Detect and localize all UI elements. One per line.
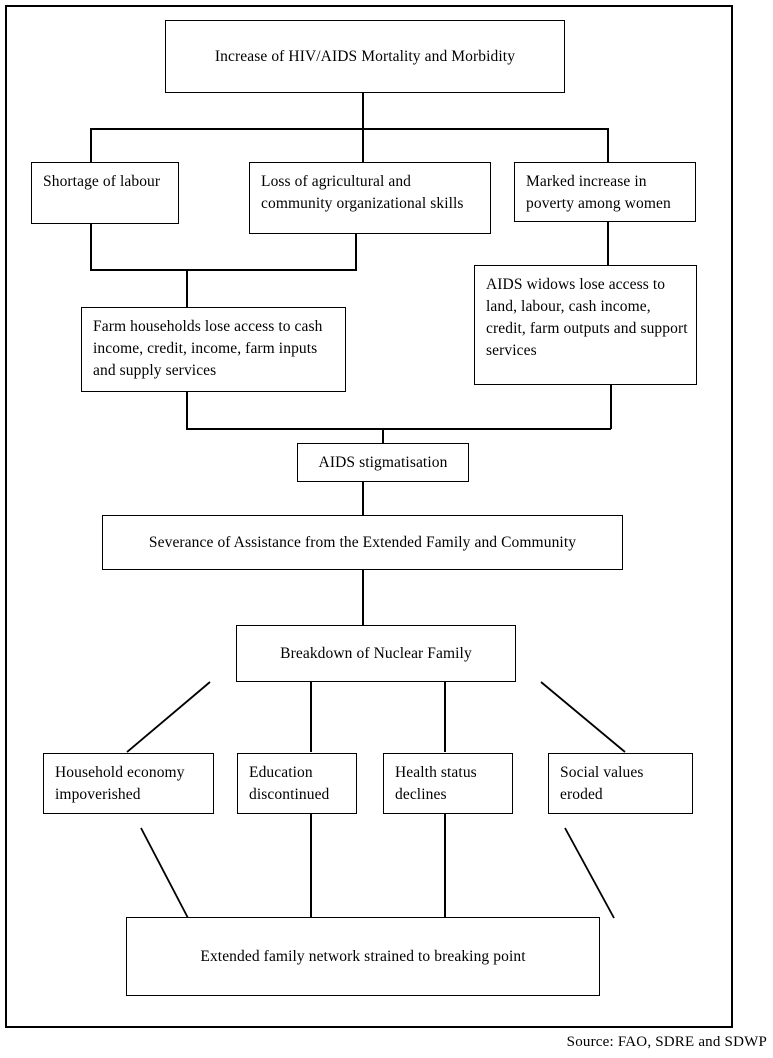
node-label: Loss of agricultural and community organ… xyxy=(261,173,464,212)
node-marked-increase-poverty-women[interactable]: Marked increase in poverty among women xyxy=(514,162,696,222)
connector-bus-to-poverty xyxy=(607,128,609,163)
connector-severance-down xyxy=(362,570,364,626)
node-label: Social values eroded xyxy=(560,764,644,803)
node-extended-family-network-strained[interactable]: Extended family network strained to brea… xyxy=(126,917,600,996)
connector-farm-households-down xyxy=(186,392,188,429)
node-label: Household economy impoverished xyxy=(55,764,185,803)
connector-bus-to-stigmatisation xyxy=(382,428,384,444)
connector-row2-left-bus xyxy=(90,269,356,271)
connector-stigmatisation-down xyxy=(362,482,364,516)
node-farm-households-lose-access[interactable]: Farm households lose access to cash inco… xyxy=(81,307,346,392)
node-label: Severance of Assistance from the Extende… xyxy=(148,533,577,551)
connector-loss-skills-down xyxy=(355,234,357,271)
node-label: Extended family network strained to brea… xyxy=(200,947,526,965)
node-aids-widows-lose-access[interactable]: AIDS widows lose access to land, labour,… xyxy=(474,265,697,385)
connector-poverty-to-widows xyxy=(607,222,609,265)
connector-root-down xyxy=(362,93,364,129)
node-label: AIDS widows lose access to land, labour,… xyxy=(486,276,688,359)
node-label: Breakdown of Nuclear Family xyxy=(280,644,472,662)
node-label: Increase of HIV/AIDS Mortality and Morbi… xyxy=(214,47,516,65)
connector-row3-bus xyxy=(186,428,611,430)
connector-shortage-down xyxy=(90,224,92,271)
connector-breakdown-to-education xyxy=(310,682,312,752)
connector-bus-to-shortage xyxy=(90,128,92,163)
connector-aids-widows-down xyxy=(610,385,612,429)
node-label: Health status declines xyxy=(395,764,477,803)
node-social-values-eroded[interactable]: Social values eroded xyxy=(548,753,693,814)
node-severance-of-assistance[interactable]: Severance of Assistance from the Extende… xyxy=(102,515,623,570)
node-label: Education discontinued xyxy=(249,764,330,803)
node-increase-hiv-aids-mortality[interactable]: Increase of HIV/AIDS Mortality and Morbi… xyxy=(165,20,565,93)
node-household-economy-impoverished[interactable]: Household economy impoverished xyxy=(43,753,214,814)
connector-breakdown-to-health-status xyxy=(444,682,446,752)
node-health-status-declines[interactable]: Health status declines xyxy=(383,753,513,814)
connector-education-down xyxy=(310,814,312,918)
node-label: Farm households lose access to cash inco… xyxy=(93,318,323,379)
node-shortage-of-labour[interactable]: Shortage of labour xyxy=(31,162,179,224)
connector-health-status-down xyxy=(444,814,446,918)
connector-row1-bus xyxy=(90,128,609,130)
node-label: AIDS stigmatisation xyxy=(318,453,448,471)
connector-bus-to-farm-households xyxy=(186,269,188,308)
node-aids-stigmatisation[interactable]: AIDS stigmatisation xyxy=(297,443,469,482)
node-label: Marked increase in poverty among women xyxy=(526,173,671,212)
node-label: Shortage of labour xyxy=(43,173,161,190)
source-caption: Source: FAO, SDRE and SDWP xyxy=(566,1034,767,1050)
connector-bus-to-loss-skills xyxy=(362,128,364,163)
node-education-discontinued[interactable]: Education discontinued xyxy=(237,753,357,814)
diagram-outer-border xyxy=(5,5,733,1028)
node-breakdown-of-nuclear-family[interactable]: Breakdown of Nuclear Family xyxy=(236,625,516,682)
node-loss-of-agricultural-skills[interactable]: Loss of agricultural and community organ… xyxy=(249,162,491,234)
